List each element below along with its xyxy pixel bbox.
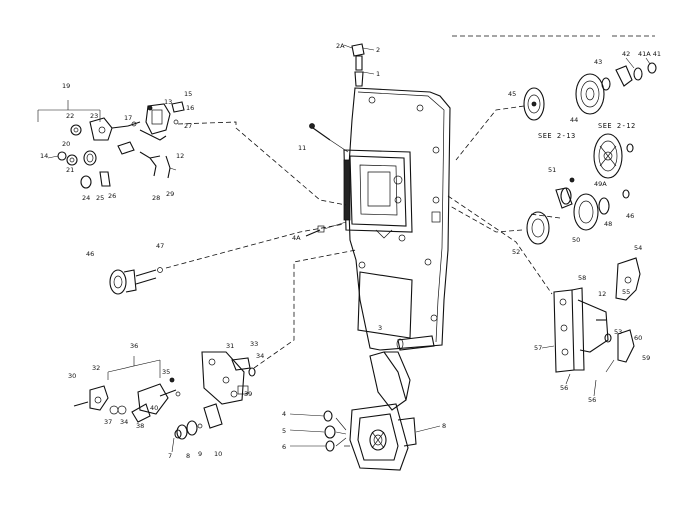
callout-19: 19	[62, 82, 70, 90]
callout-15: 15	[184, 90, 192, 98]
callout-10: 10	[214, 450, 222, 458]
plate-lower-tab	[357, 271, 435, 351]
callout-27: 27	[184, 122, 192, 130]
callout-35: 35	[162, 368, 170, 376]
callout-9: 9	[198, 450, 202, 458]
assembly-lower-left	[73, 351, 256, 453]
callout-31: 31	[226, 342, 234, 350]
callout-54: 54	[634, 244, 642, 252]
callout-57: 57	[534, 344, 542, 352]
callout-14: 14	[40, 152, 48, 160]
note-see-2-13: SEE 2-13	[538, 132, 576, 140]
callout-42: 42	[622, 50, 630, 58]
callout-12-right: 12	[598, 290, 606, 298]
callout-labels: 2A 2 1 11 4A 3 4 5 6 8 45 44 43 42 41A 4…	[40, 42, 661, 460]
callout-60: 60	[634, 334, 642, 342]
callout-55: 55	[622, 288, 630, 296]
callout-56-left: 56	[560, 384, 568, 392]
leader-lower-left	[253, 249, 357, 369]
callout-45: 45	[508, 90, 516, 98]
screw-4a	[305, 221, 347, 237]
callout-23: 23	[90, 112, 98, 120]
callout-4: 4	[282, 410, 286, 418]
callout-2a: 2A	[336, 42, 345, 50]
top-post	[343, 43, 375, 87]
gear-train-lower	[526, 177, 630, 245]
foot-clamp-assembly	[344, 351, 441, 471]
callout-17: 17	[124, 114, 132, 122]
callout-46: 46	[626, 212, 634, 220]
callout-7: 7	[168, 452, 172, 460]
callout-21: 21	[66, 166, 74, 174]
callout-33: 33	[250, 340, 258, 348]
callout-41a-41: 41A 41	[638, 50, 661, 58]
callout-12: 12	[176, 152, 184, 160]
screw-11	[309, 123, 349, 153]
callout-39: 39	[244, 390, 252, 398]
callout-58: 58	[578, 274, 586, 282]
callout-1: 1	[376, 70, 380, 78]
note-see-2-12: SEE 2-12	[598, 122, 636, 130]
left-shaft-assembly	[109, 223, 345, 295]
callout-29: 29	[166, 190, 174, 198]
callout-16: 16	[186, 104, 194, 112]
callout-48: 48	[604, 220, 612, 228]
gear-see-2-12	[593, 133, 634, 179]
gear-train-upper	[523, 57, 657, 121]
callout-37: 37	[104, 418, 112, 426]
leader-right-bracket	[447, 195, 553, 295]
callout-34-right: 34	[256, 352, 264, 360]
callout-13: 13	[164, 98, 172, 106]
main-plate	[347, 87, 451, 351]
small-parts-4-5-6	[289, 410, 347, 452]
callout-2: 2	[376, 46, 380, 54]
callout-6: 6	[282, 443, 286, 451]
callout-3: 3	[378, 324, 382, 332]
callout-43: 43	[594, 58, 602, 66]
callout-38: 38	[136, 422, 144, 430]
callout-53: 53	[614, 328, 622, 336]
callout-28: 28	[152, 194, 160, 202]
callout-26: 26	[108, 192, 116, 200]
leader-upper-left	[177, 121, 347, 206]
callout-52: 52	[512, 248, 520, 256]
callout-50: 50	[572, 236, 580, 244]
callout-22: 22	[66, 112, 74, 120]
callout-20: 20	[62, 140, 70, 148]
callout-46-left: 46	[86, 250, 94, 258]
callout-30: 30	[68, 372, 76, 380]
callout-8: 8	[442, 422, 446, 430]
callout-36: 36	[130, 342, 138, 350]
callout-24: 24	[82, 194, 90, 202]
leaders-gears	[449, 105, 561, 233]
callout-4a: 4A	[292, 234, 301, 242]
plate-mechanism-window	[343, 149, 413, 239]
callout-59: 59	[642, 354, 650, 362]
callout-40: 40	[150, 404, 158, 412]
callout-51: 51	[548, 166, 556, 174]
callout-32: 32	[92, 364, 100, 372]
right-bracket-assembly	[541, 257, 641, 397]
callout-49a: 49A	[594, 180, 607, 188]
callout-5: 5	[282, 427, 286, 435]
callout-11: 11	[298, 144, 306, 152]
callout-25: 25	[96, 194, 104, 202]
callout-56-right: 56	[588, 396, 596, 404]
callout-8-lower: 8	[186, 452, 190, 460]
callout-34: 34	[120, 418, 128, 426]
callout-47: 47	[156, 242, 164, 250]
assembly-upper-left	[37, 100, 185, 189]
callout-44: 44	[570, 116, 578, 124]
